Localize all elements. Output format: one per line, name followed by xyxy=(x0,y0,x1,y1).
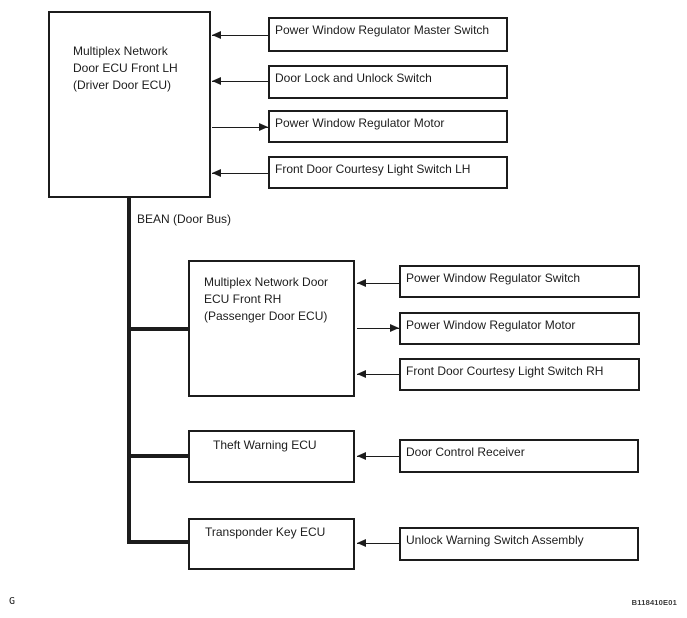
arrow-door-control-receiver-to-theft-ecu xyxy=(357,452,399,461)
passenger-door-ecu-box: Multiplex Network Door ECU Front RH (Pas… xyxy=(188,260,355,397)
arrow-unlock-warning-switch-to-transponder-ecu xyxy=(357,539,399,548)
arrow-shaft xyxy=(357,543,399,544)
front-door-courtesy-light-switch-lh-box: Front Door Courtesy Light Switch LH xyxy=(268,156,508,189)
bean-bus-branch-passenger-ecu xyxy=(127,327,190,331)
arrow-left-icon xyxy=(357,279,366,287)
unlock-warning-switch-assembly-box: Unlock Warning Switch Assembly xyxy=(399,527,639,561)
arrow-driver-ecu-to-pw-motor xyxy=(212,123,268,132)
power-window-regulator-motor-lh-box: Power Window Regulator Motor xyxy=(268,110,508,143)
page-corner-mark: G xyxy=(9,596,16,607)
power-window-regulator-switch-box: Power Window Regulator Switch xyxy=(399,265,640,298)
power-window-regulator-master-switch-box: Power Window Regulator Master Switch xyxy=(268,17,508,52)
arrow-courtesy-switch-lh-to-driver-ecu xyxy=(212,169,268,178)
arrow-shaft xyxy=(212,81,268,82)
door-control-receiver-box: Door Control Receiver xyxy=(399,439,639,473)
theft-warning-ecu-box: Theft Warning ECU xyxy=(188,430,355,483)
arrow-left-icon xyxy=(212,169,221,177)
arrow-shaft xyxy=(212,173,268,174)
arrow-door-lock-switch-to-driver-ecu xyxy=(212,77,268,86)
bean-bus-vertical-line xyxy=(127,197,131,544)
arrow-shaft xyxy=(212,127,268,128)
transponder-key-ecu-box: Transponder Key ECU xyxy=(188,518,355,570)
arrow-right-icon xyxy=(259,123,268,131)
arrow-shaft xyxy=(357,328,399,329)
arrow-left-icon xyxy=(212,31,221,39)
front-door-courtesy-light-switch-rh-box: Front Door Courtesy Light Switch RH xyxy=(399,358,640,391)
arrow-left-icon xyxy=(357,452,366,460)
arrow-right-icon xyxy=(390,324,399,332)
arrow-left-icon xyxy=(357,539,366,547)
arrow-shaft xyxy=(357,456,399,457)
arrow-master-switch-to-driver-ecu xyxy=(212,31,268,40)
arrow-passenger-ecu-to-pw-motor xyxy=(357,324,399,333)
arrow-shaft xyxy=(212,35,268,36)
arrow-shaft xyxy=(357,283,399,284)
door-lock-and-unlock-switch-box: Door Lock and Unlock Switch xyxy=(268,65,508,99)
arrow-shaft xyxy=(357,374,399,375)
arrow-courtesy-switch-rh-to-passenger-ecu xyxy=(357,370,399,379)
bean-bus-branch-theft-warning-ecu xyxy=(127,454,190,458)
bean-bus-label: BEAN (Door Bus) xyxy=(137,212,232,226)
arrow-pw-switch-to-passenger-ecu xyxy=(357,279,399,288)
arrow-left-icon xyxy=(357,370,366,378)
power-window-regulator-motor-rh-box: Power Window Regulator Motor xyxy=(399,312,640,345)
driver-door-ecu-box: Multiplex Network Door ECU Front LH (Dri… xyxy=(48,11,211,198)
figure-code-label: B118410E01 xyxy=(631,598,677,607)
bean-bus-branch-transponder-key-ecu xyxy=(127,540,190,544)
arrow-left-icon xyxy=(212,77,221,85)
